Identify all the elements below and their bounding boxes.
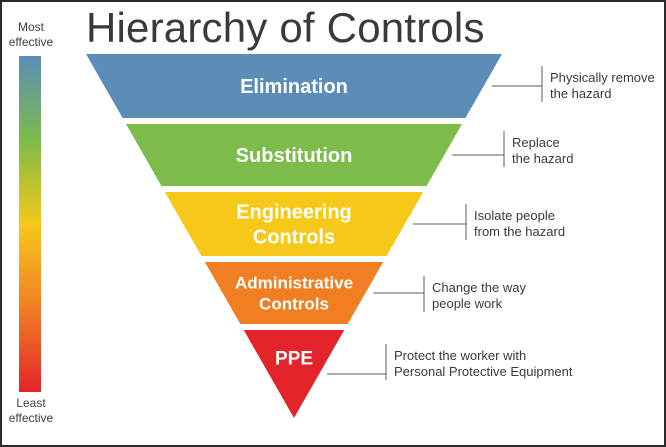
tier-1-connector (452, 131, 505, 167)
tier-2-description-line-0: Isolate people (474, 208, 555, 223)
scale-top-line1: Most (17, 20, 44, 34)
tier-4-description-line-0: Protect the worker with (394, 348, 526, 363)
tier-0-band (86, 54, 502, 118)
tier-3-band (204, 262, 384, 324)
effectiveness-gradient-bar (19, 56, 41, 392)
tier-0-connector (491, 66, 543, 102)
tier-0-description-line-1: the hazard (550, 86, 611, 101)
tier-4-connector (327, 344, 387, 380)
scale-top-label: Most effective (2, 20, 60, 50)
tier-1-description-line-0: Replace (512, 135, 560, 150)
scale-bottom-line2: effective (8, 411, 54, 425)
tier-2-band (164, 192, 424, 256)
tier-3-label-line-1: Controls (259, 295, 329, 314)
scale-bottom-line1: Least (16, 396, 46, 410)
tier-2-description-line-1: from the hazard (474, 224, 565, 239)
diagram-title: Hierarchy of Controls (86, 4, 485, 51)
tier-2-connector (412, 204, 467, 240)
tier-1-band (126, 124, 462, 186)
tier-2-label-line-0: Engineering (236, 202, 352, 224)
scale-bottom-label: Least effective (2, 396, 60, 426)
tier-1-label-line-0: Substitution (236, 145, 353, 167)
tier-3-connector (373, 276, 425, 312)
tier-4-label-line-0: PPE (275, 349, 313, 370)
tier-3-description-line-1: people work (432, 296, 503, 311)
tier-0-description-line-0: Physically remove (550, 70, 655, 85)
scale-top-line2: effective (8, 35, 54, 49)
tier-4-band (243, 330, 345, 418)
tier-3-label-line-0: Administrative (235, 273, 353, 292)
tier-0-label-line-0: Elimination (240, 76, 348, 98)
tier-1-description-line-1: the hazard (512, 151, 573, 166)
tier-4-description-line-1: Personal Protective Equipment (394, 364, 573, 379)
tier-2-label-line-1: Controls (253, 227, 335, 249)
tier-3-description-line-0: Change the way (432, 280, 526, 295)
